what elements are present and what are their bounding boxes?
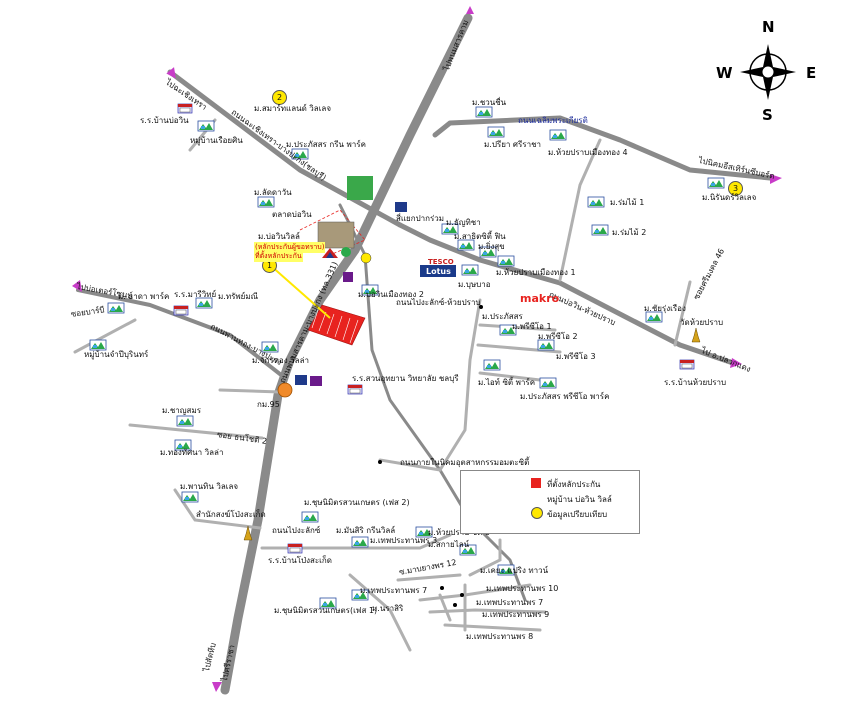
- compass-north: N: [762, 18, 775, 36]
- place-label: ม.เทพประทานพร 10: [486, 584, 559, 593]
- place-label: ม.ชุษนิมิตรสวนเกษตร (เฟส 2): [304, 498, 410, 507]
- temple-icon-2: [691, 327, 701, 343]
- place-label: ม.สมาร์ทแลนด์ วิลเลจ: [254, 104, 332, 113]
- legend-swatch-marker: [531, 507, 543, 519]
- compass-rose: [740, 44, 796, 100]
- road-east: [397, 222, 733, 365]
- place-label: ม.พานทิน วิลเลจ: [180, 482, 239, 491]
- place-label: ม.ลัดดาวัน: [254, 188, 292, 197]
- place-label: ร.ร.สวนอุทยาน วิทยาลัย ชลบุรี: [352, 374, 459, 383]
- place-label: ม.ร่มไม้ 2: [612, 228, 647, 237]
- road-label: ถนนไปงะลักซ์-ห้วยปราบ: [396, 298, 481, 307]
- main-roads: [76, 13, 773, 695]
- place-label: ม.ไอท์ ซิตี้ พาร์ค: [478, 378, 536, 387]
- road-west: [76, 288, 287, 380]
- road-chachoengsao: [167, 69, 403, 228]
- place-label: ม.ทองทัศนา วิลล่า: [160, 448, 224, 457]
- place-label: ม.บ่อวินวิลล์: [258, 232, 300, 241]
- place-label: ม.จักรทอง วิลล่า: [252, 356, 309, 365]
- place-label: ม.ประภัสสร พรีซีโอ พาร์ค: [520, 392, 610, 401]
- road-label: ถนนไปงะลักซ์: [272, 526, 321, 535]
- place-label: ร.ร.บ้านบ่อวิน: [140, 116, 189, 125]
- place-label: สำนักสงฆ์โป่งสะเก็ด: [196, 510, 266, 519]
- place-label: ม.ห้วยปราบ ซิตี้ 6: [428, 528, 491, 537]
- legend-item: ข้อมูลเปรียบเทียบ: [547, 510, 608, 519]
- place-label: ม.ร่มไม้ 1: [610, 198, 645, 207]
- road-chaloem: [432, 115, 773, 181]
- place-label: ม.เทพประทานพร 7: [476, 598, 544, 607]
- collateral-tag: ที่ตั้งหลักประกัน: [254, 251, 303, 262]
- place-label: ม.ชวนชื่น: [472, 98, 507, 107]
- place-label: ม.พรีซีโอ 3: [556, 352, 596, 361]
- road-label: ถนนภายในนิคมอุตสาหกรรมอมตะซิตี้: [400, 458, 530, 467]
- place-label: ม.มันสิริ กรีนวิลล์: [336, 526, 396, 535]
- compass-east: E: [806, 64, 817, 82]
- subject-site: [307, 304, 366, 346]
- place-label: ม.เคยะ แปริง ทาวน์: [480, 566, 549, 575]
- compass-west: W: [716, 64, 733, 82]
- place-label: ตลาดบ่อวิน: [272, 210, 312, 219]
- place-label: ม.เทพประทานพร 3: [370, 536, 438, 545]
- place-label: ม.บุษบาอ: [458, 280, 491, 289]
- place-label: ม.ห้วยปราบเมืองทอง 4: [548, 148, 628, 157]
- road-south: [338, 203, 527, 602]
- minor-roads: [73, 118, 692, 652]
- direction-arrows: [72, 6, 782, 692]
- brand-lotus: Lotus: [426, 267, 451, 276]
- place-label: ม.สกายไลน์: [428, 540, 470, 549]
- legend-item: หมู่บ้าน บ่อวิน วิลล์: [547, 495, 612, 504]
- place-label: ม.เทพประทานพร 9: [482, 610, 550, 619]
- place-label: ม.ชุษนิมิตรสวนเกษตร(เฟส 1): [274, 606, 378, 615]
- brand-makro: makro: [520, 292, 560, 305]
- place-label: วัดห้วยปราบ: [680, 318, 724, 327]
- place-label: หมู่บ้านจำปีบุรินทร์: [84, 350, 149, 359]
- place-label: ม.ประภัสสร กรีน พาร์ค: [286, 140, 366, 149]
- place-label: หมู่บ้านเรือยศิน: [190, 136, 243, 145]
- place-label: ม.บ่อวินเมืองทอง 2: [358, 290, 424, 299]
- place-label: ม.สาธิตซิตี้ ฟิน: [454, 232, 506, 241]
- brand-tesco: TESCO: [428, 258, 454, 266]
- place-label: ร.ร.มารีวิทย์: [174, 290, 217, 299]
- place-label: ม. ธาดา พาร์ค: [118, 292, 170, 301]
- place-label: ร.ร.บ้านห้วยปราบ: [664, 378, 727, 387]
- place-label: ม.พรีซีโอ 2: [538, 332, 578, 341]
- place-label: ม.ชาญสมร: [162, 406, 202, 415]
- compass-south: S: [762, 106, 773, 124]
- collateral-note: (หลักประกันผู้ขอทราบ): [254, 242, 326, 253]
- place-label: ม.นราสิริ: [372, 604, 404, 613]
- place-label: ม.ชัยรุ่งเรือง: [644, 304, 686, 313]
- road-label: กม.95: [257, 400, 280, 409]
- highway-331: [220, 13, 473, 695]
- legend-swatch-site: [531, 478, 541, 488]
- marker-2: 2: [272, 90, 287, 105]
- marker-3: 3: [728, 181, 743, 196]
- legend-item: ที่ตั้งหลักประกัน: [547, 480, 601, 489]
- place-label: ม.ยิ่งสุข: [478, 242, 505, 251]
- place-label: ม.พรีซีโอ 1: [512, 322, 552, 331]
- place-label: ม.ปรียา ศรีราชา: [484, 140, 541, 149]
- place-label: ร.ร.บ้านโป่งสะเก็ด: [268, 556, 332, 565]
- place-label: ม.นิรันดร์วิลเลจ: [702, 193, 757, 202]
- road-label: ถนนเฉลิมพระเกียรติ: [518, 116, 588, 125]
- place-label: ม.ห้วยปราบเมืองทอง 1: [496, 268, 576, 277]
- place-label: ม.เทพประทานพร 8: [466, 632, 534, 641]
- place-label: ม.ธัญทิชา: [446, 218, 481, 227]
- place-label: ม.เทพประทานพร 7: [360, 586, 428, 595]
- map-legend: ที่ตั้งหลักประกัน หมู่บ้าน บ่อวิน วิลล์ …: [460, 470, 640, 534]
- place-label: สี่แยกปากร่วม: [396, 214, 445, 223]
- place-label: ม.ทรัพย์มณี: [218, 292, 259, 301]
- place-label: ม.ประภัสสร: [482, 312, 523, 321]
